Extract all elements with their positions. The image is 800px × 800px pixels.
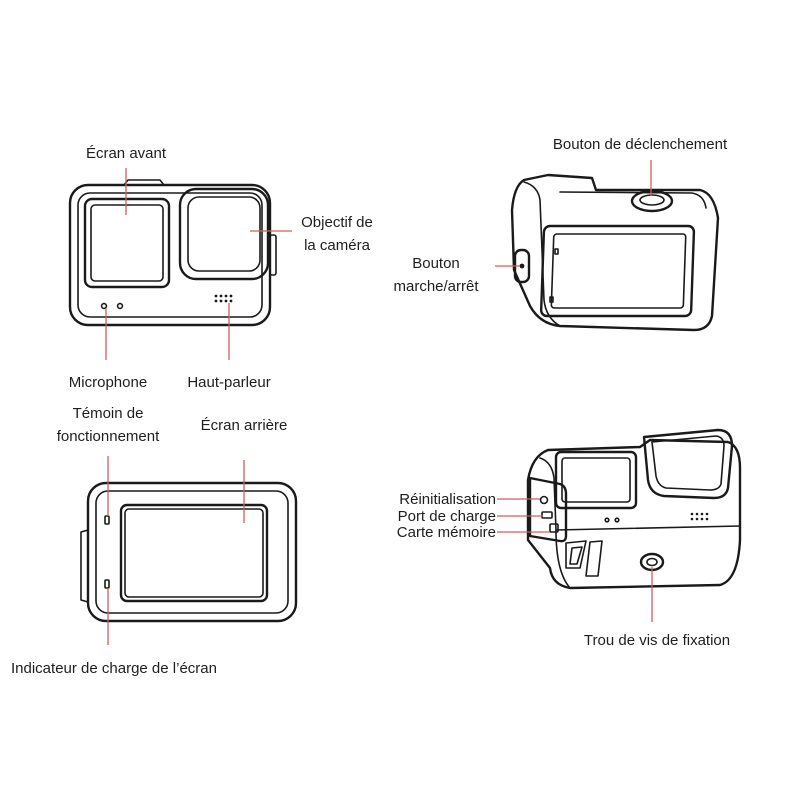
bottom-speaker-grill — [690, 512, 709, 521]
label-power-button-line2: marche/arrêt — [393, 278, 479, 295]
back-view-leaders — [107, 456, 245, 645]
angled-view-camera — [510, 173, 720, 332]
front-view-leaders — [105, 168, 292, 360]
label-status-light: Témoin de fonctionnement — [38, 402, 178, 448]
label-memory-card: Carte mémoire — [396, 524, 496, 541]
speaker-grill — [214, 294, 233, 303]
front-view-camera — [68, 179, 277, 327]
label-reset: Réinitialisation — [399, 491, 496, 508]
bottom-view-camera — [526, 428, 742, 590]
label-rear-screen: Écran arrière — [200, 417, 288, 434]
label-front-screen: Écran avant — [85, 145, 167, 162]
angled-view-leaders — [495, 160, 652, 267]
label-mount-screw-hole: Trou de vis de fixation — [583, 632, 731, 649]
label-shutter-button: Bouton de déclenchement — [552, 136, 728, 153]
label-power-button-line1: Bouton — [412, 255, 460, 272]
label-status-light-line1: Témoin de — [72, 405, 144, 422]
label-microphone: Microphone — [68, 374, 148, 391]
label-camera-lens-line2: la caméra — [304, 237, 370, 254]
label-camera-lens-line1: Objectif de — [301, 214, 373, 231]
bottom-view-leaders — [497, 498, 653, 622]
label-status-light-line2: fonctionnement — [56, 428, 160, 445]
label-speaker: Haut-parleur — [187, 374, 271, 391]
label-charging-port: Port de charge — [397, 508, 496, 525]
label-power-button: Bouton marche/arrêt — [378, 252, 494, 298]
label-camera-lens: Objectif de la caméra — [292, 211, 382, 257]
back-view-camera — [80, 481, 298, 623]
label-charge-indicator: Indicateur de charge de l’écran — [11, 660, 217, 677]
